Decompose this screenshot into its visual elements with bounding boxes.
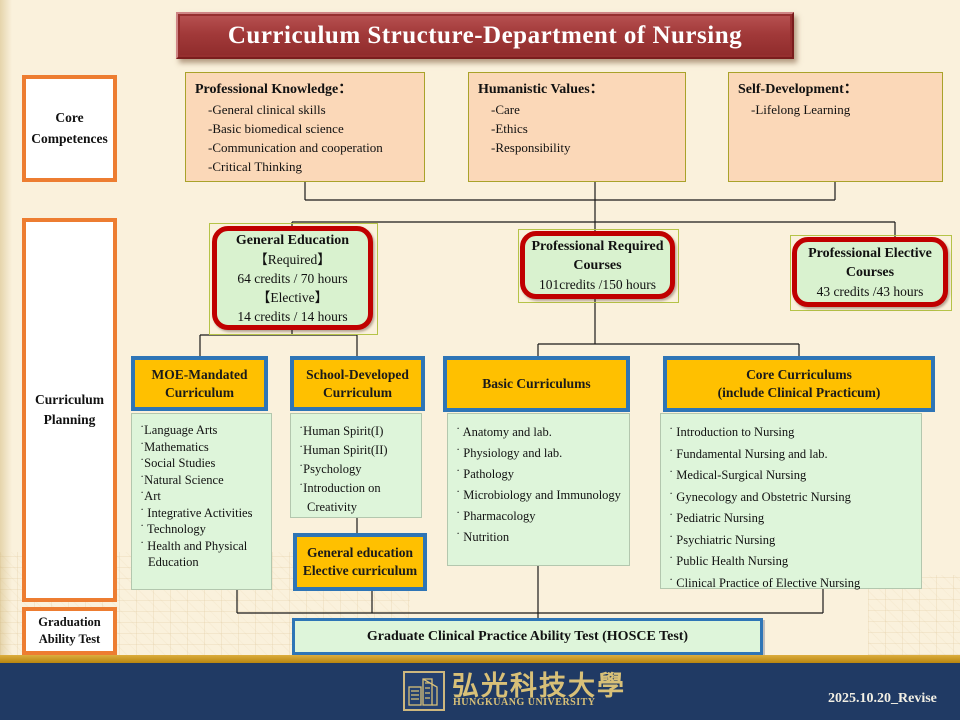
list-item: -Ethics [491,121,528,136]
list-item: ˙ Public Health Nursing [669,554,789,568]
list-core-curriculum-courses: ˙ Introduction to Nursing ˙ Fundamental … [660,413,922,590]
list-item: ˙Psychology [299,462,362,476]
header-line: General education [306,545,414,560]
graduation-test-label: Graduate Clinical Practice Ability Test … [366,628,689,644]
list-item: -Care [491,102,520,117]
group-box-professional-required: Professional Required Courses 101credits… [520,231,675,299]
building-icon [408,678,438,706]
sidebar-core-competences: Core Competences [22,75,117,182]
list-item: ˙Human Spirit(II) [299,443,388,457]
graduation-test-box: Graduate Clinical Practice Ability Test … [292,618,763,655]
list-item: ˙Introduction on Creativity [299,481,381,514]
ghost-outline [209,223,378,335]
list-item: ˙ Physiology and lab. [456,446,563,460]
sidebar-label: Graduation Ability Test [38,614,101,647]
header-line: Curriculum [165,384,234,400]
list-item: ˙ Pathology [456,467,514,481]
list-item: -Critical Thinking [208,159,302,174]
list-item: -Responsibility [491,140,571,155]
list-item: ˙Art [140,489,161,503]
box-line: 14 credits / 14 hours [237,308,348,324]
competence-box-humanistic-values: Humanistic Values： -Care -Ethics -Respon… [468,72,686,182]
list-item: -Basic biomedical science [208,121,344,136]
competence-box-self-development: Self-Development： -Lifelong Learning [728,72,943,182]
sidebar-graduation-ability-test: Graduation Ability Test [22,607,117,655]
list-item: ˙ Fundamental Nursing and lab. [669,446,828,461]
header-moe-mandated-curriculum: MOE-Mandated Curriculum [131,356,268,411]
page-title: Curriculum Structure-Department of Nursi… [227,21,743,49]
list-item: -General clinical skills [208,102,326,117]
list-basic-curriculum-courses: ˙ Anatomy and lab. ˙ Physiology and lab.… [447,413,630,566]
list-item: ˙ Medical-Surgical Nursing [669,468,807,482]
university-name-en: HUNGKUANG UNIVERSITY [453,697,596,708]
group-box-professional-elective: Professional Elective Courses 43 credits… [792,237,948,307]
box-title: Professional Required Courses [531,238,664,273]
list-item: ˙ Technology [140,522,206,536]
list-item: ˙Natural Science [140,472,224,487]
list-item: ˙Mathematics [140,439,209,454]
header-line: Curriculum [323,384,392,400]
list-item: ˙ Pharmacology [456,509,536,523]
box-title: Professional Elective Courses [808,245,932,280]
box-line: 43 credits /43 hours [816,283,924,299]
ghost-outline [518,229,679,303]
header-core-curriculums: Core Curriculums (include Clinical Pract… [663,356,935,412]
box-title: Self-Development： [738,82,858,97]
box-title: Humanistic Values： [478,82,604,97]
header-line: Core Curriculums [746,367,852,382]
competence-box-professional-knowledge: Professional Knowledge： -General clinica… [185,72,425,182]
group-box-general-education: General Education 【Required】 64 credits … [212,226,373,330]
header-general-education-elective: General education Elective curriculum [293,533,427,591]
revision-date: 2025.10.20_Revise [828,691,937,706]
list-item: ˙ Health and Physical Education [140,538,248,570]
header-line: Elective curriculum [302,563,418,578]
list-item: ˙Language Arts [140,423,218,437]
list-item: ˙ Microbiology and Immunology [456,488,621,502]
box-title: Professional Knowledge： [195,82,353,97]
gold-divider [0,655,960,663]
list-item: ˙ Pediatric Nursing [669,511,765,525]
header-line: MOE-Mandated [151,366,248,382]
ghost-outline [790,235,952,311]
list-item: ˙ Introduction to Nursing [669,425,795,439]
sidebar-label: Curriculum Planning [35,391,104,427]
university-name-zh: 弘光科技大學 [452,671,626,701]
page-title-banner: Curriculum Structure-Department of Nursi… [176,12,794,59]
list-item: ˙ Anatomy and lab. [456,425,552,439]
list-item: ˙ Gynecology and Obstetric Nursing [669,489,851,504]
list-moe-mandated-courses: ˙Language Arts ˙Mathematics ˙Social Stud… [131,413,272,590]
box-line: 101credits /150 hours [539,276,656,292]
header-basic-curriculums: Basic Curriculums [443,356,630,412]
sidebar-label: Core Competences [31,110,108,146]
list-item: -Lifelong Learning [751,102,851,117]
list-item: ˙ Clinical Practice of Elective Nursing [669,575,861,590]
list-item: ˙ Nutrition [456,530,510,544]
box-line: 64 credits / 70 hours [237,270,348,286]
box-line: 【Required】 [254,251,331,267]
university-logo-icon [403,671,445,711]
list-item: -Communication and cooperation [208,140,383,155]
box-line: 【Elective】 [256,289,329,305]
edge-gradient [0,0,12,720]
list-item: ˙Social Studies [140,456,216,470]
footer-bar [0,663,960,720]
header-school-developed-curriculum: School-Developed Curriculum [290,356,425,411]
box-title: General Education [235,232,350,248]
header-line: Basic Curriculums [482,376,591,391]
list-item: ˙ Psychiatric Nursing [669,532,776,547]
header-line: School-Developed [306,366,409,382]
header-line: (include Clinical Practicum) [717,385,881,400]
sidebar-curriculum-planning: Curriculum Planning [22,218,117,602]
list-item: ˙Human Spirit(I) [299,424,384,438]
list-item: ˙ Integrative Activities [140,505,253,520]
list-school-developed-courses: ˙Human Spirit(I) ˙Human Spirit(II) ˙Psyc… [290,413,422,518]
